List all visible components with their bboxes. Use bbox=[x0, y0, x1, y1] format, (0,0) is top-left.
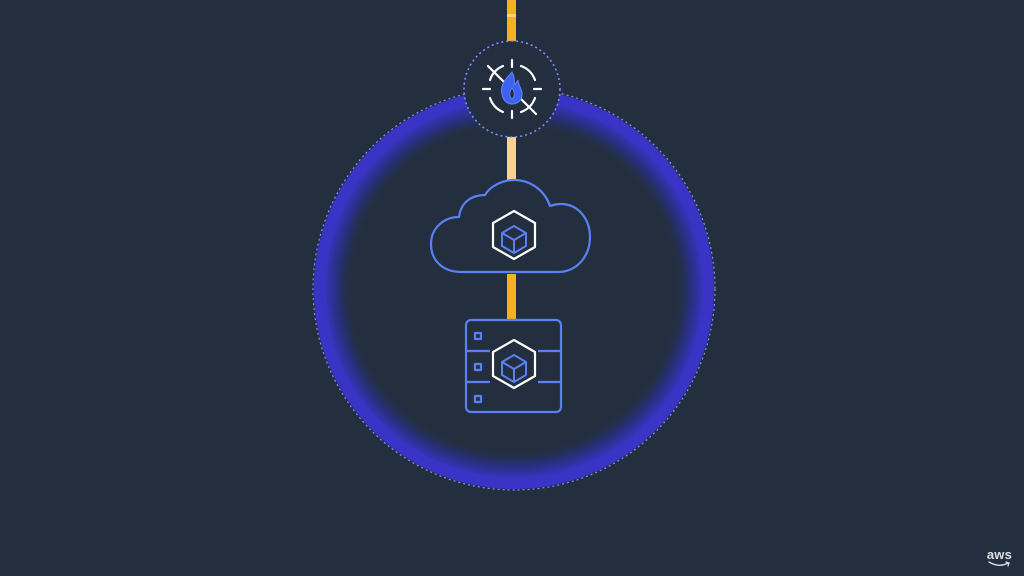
cube-icon bbox=[490, 336, 538, 392]
aws-logo: aws bbox=[986, 547, 1012, 562]
connector-firewall-cloud bbox=[507, 134, 516, 186]
firewall-node bbox=[463, 40, 561, 138]
cube-icon bbox=[491, 209, 537, 261]
cloud-icon bbox=[429, 178, 592, 274]
connector-notch bbox=[507, 14, 516, 17]
connector-top bbox=[507, 0, 516, 42]
cloud-node bbox=[429, 178, 592, 274]
connector-cloud-server bbox=[507, 274, 516, 320]
server-node bbox=[464, 318, 563, 414]
aws-smile-icon bbox=[988, 561, 1010, 567]
